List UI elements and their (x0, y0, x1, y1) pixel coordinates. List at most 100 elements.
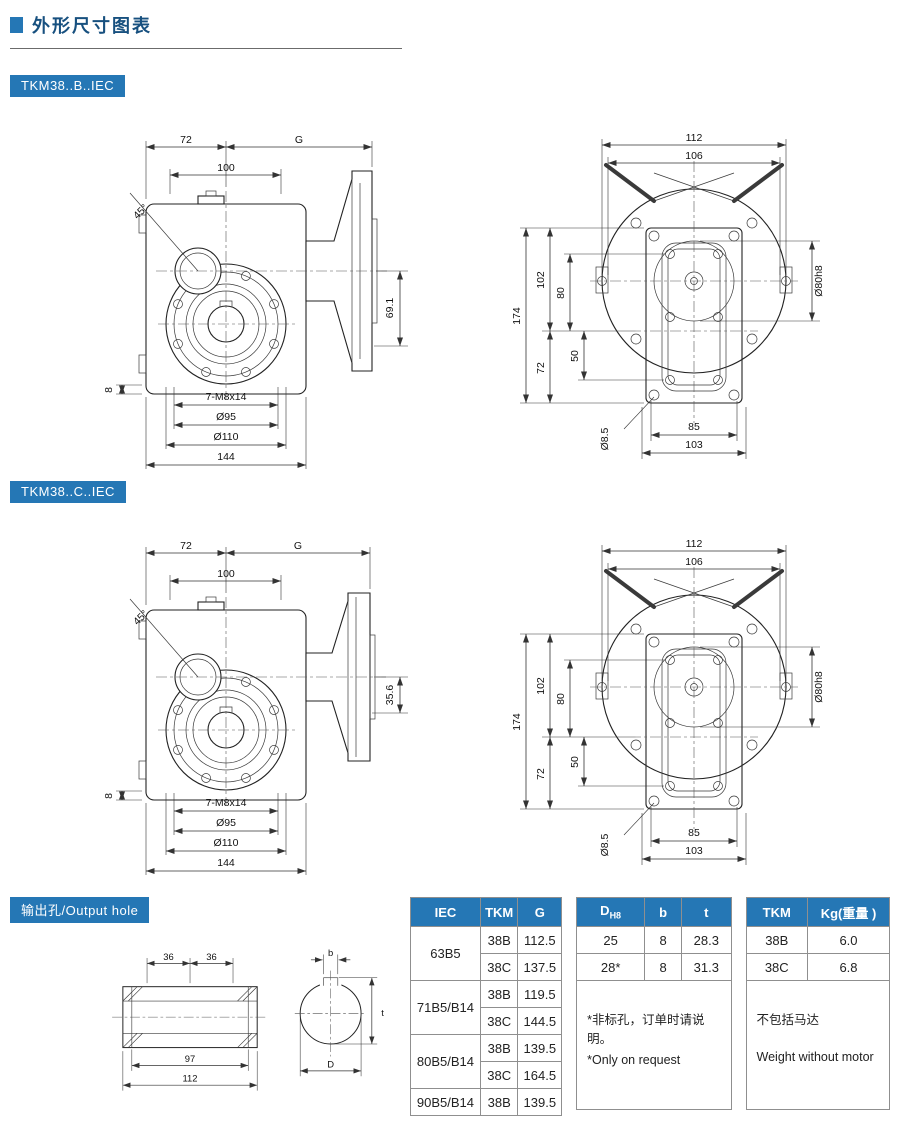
cell-tkm: 38B (479, 1088, 519, 1116)
cell-g: 164.5 (517, 1061, 563, 1089)
note-nonstandard-cn: *非标孔，订单时请说明。 (587, 1013, 705, 1046)
cell-d: 25 (576, 926, 646, 954)
dim-bolts-label: 7-M8x14 (206, 391, 247, 403)
centerlines (156, 191, 388, 399)
bore-spec-column: DH8 b t 25 8 28.3 28* 8 31.3 (576, 897, 732, 1110)
catalog-page: 外形尺寸图表 TKM38..B..IEC (10, 16, 891, 1116)
cell-g: 144.5 (517, 1007, 563, 1035)
table-row: 38C 164.5 (411, 1061, 563, 1089)
hollow-shaft-section (112, 986, 268, 1049)
table-row: 80B5/B14 38B 139.5 (410, 1034, 563, 1089)
dim-8-label: 8 (103, 387, 115, 393)
dim-72-label: 72 (180, 134, 192, 146)
cell-g: 139.5 (517, 1034, 563, 1062)
dim-106-label: 106 (685, 556, 703, 568)
bore-cross-section (294, 970, 367, 1057)
col-header-tkm: TKM (479, 897, 519, 927)
col-header-g: G (517, 897, 563, 927)
table-row: 38C 6.8 (745, 953, 891, 981)
cell-iec: 71B5/B14 (410, 980, 481, 1035)
drawings-row-b: 45° 72 G 100 69.1 (10, 99, 890, 477)
sleeve-dimensions: 36 36 97 112 (122, 951, 258, 1091)
table-row: 25 8 28.3 (576, 926, 732, 954)
cell-tkm: 38C (479, 1061, 519, 1089)
iec-g-table: IEC TKM G 63B5 38B 112.5 38C 137.5 71B5/… (410, 897, 563, 1116)
dim-8-label: 8 (103, 793, 115, 799)
title-square-icon (10, 17, 23, 33)
cell-tkm: 38C (479, 1007, 519, 1035)
dim-112-label: 112 (183, 1073, 198, 1084)
table-row: 71B5/B14 38B 119.5 (410, 980, 563, 1035)
dim-85-label: 85 (688, 827, 700, 839)
dim-80-label: 80 (555, 693, 567, 705)
dim-100-label: 100 (217, 568, 235, 580)
table-row: 38C 144.5 (411, 1007, 563, 1035)
col-header-b: b (644, 897, 683, 927)
dim-bolts-label: 7-M8x14 (206, 797, 247, 809)
centerlines (590, 161, 798, 423)
drawings-row-c: 45° 72 G 100 35.6 (10, 505, 890, 883)
dim-85-label: 85 (688, 421, 700, 433)
col-header-iec: IEC (410, 897, 481, 927)
dim-36-right-label: 36 (206, 951, 216, 962)
dim-106-label: 106 (685, 150, 703, 162)
cell-tkm: 38B (745, 926, 808, 954)
dim-d-label: D (327, 1058, 334, 1069)
output-hole-section: 输出孔/Output hole (10, 897, 891, 1116)
title-underline (10, 48, 402, 49)
side-view-drawing-c: 45° 72 G 100 35.6 (103, 540, 408, 875)
bore-note-box: *非标孔，订单时请说明。 *Only on request (576, 981, 732, 1110)
dim-d110-label: Ø110 (214, 837, 239, 849)
dim-35-6-label: 35.6 (384, 685, 396, 706)
note-weight-cn: 不包括马达 (756, 1013, 820, 1027)
cell-g: 112.5 (517, 926, 563, 954)
cell-t: 31.3 (681, 953, 732, 981)
dim-d95-label: Ø95 (216, 411, 236, 423)
dim-174-label: 174 (511, 713, 523, 731)
dim-shaft-label: Ø80h8 (813, 265, 825, 297)
dim-174-label: 174 (511, 307, 523, 325)
dim-50-label: 50 (569, 756, 581, 768)
col-header-kg: Kg(重量 ) (806, 897, 891, 927)
dim-hole-label: Ø8.5 (599, 427, 611, 450)
output-hole-column: 输出孔/Output hole (10, 897, 396, 1102)
dim-d110-label: Ø110 (214, 431, 239, 443)
weight-table: TKM Kg(重量 ) 38B 6.0 38C 6.8 (745, 897, 891, 981)
dim-69-1-label: 69.1 (384, 298, 396, 319)
cell-kg: 6.8 (806, 953, 891, 981)
weight-column: TKM Kg(重量 ) 38B 6.0 38C 6.8 不包括马达 (745, 897, 891, 1110)
section-b-badge: TKM38..B..IEC (10, 75, 126, 97)
table-row: 90B5/B14 38B 139.5 (410, 1088, 563, 1116)
note-nonstandard-en: *Only on request (587, 1053, 681, 1067)
output-hole-drawing: 36 36 97 112 (112, 947, 384, 1091)
dim-d95-label: Ø95 (216, 817, 236, 829)
cell-iec: 63B5 (410, 926, 481, 981)
bore-dims-table: DH8 b t 25 8 28.3 28* 8 31.3 (576, 897, 732, 981)
dim-102-label: 102 (535, 271, 547, 289)
section-c-badge: TKM38..C..IEC (10, 481, 126, 503)
cell-b: 8 (644, 926, 683, 954)
table-row: 38B 6.0 (745, 926, 891, 954)
dim-112-label: 112 (686, 133, 703, 144)
dimensions: 112 106 174 102 72 80 (511, 539, 825, 865)
dimensions: 72 G 100 35.6 8 (103, 540, 408, 875)
table-row: 63B5 38B 112.5 (410, 926, 563, 981)
bore-dimensions: b t D (299, 947, 384, 1077)
table-row: 38C 137.5 (411, 953, 563, 981)
dim-72-label: 72 (535, 768, 547, 780)
dimensions: 112 106 174 102 72 80 (511, 133, 825, 459)
dim-97-label: 97 (185, 1053, 195, 1064)
cell-g: 137.5 (517, 953, 563, 981)
section-tkm38-b-iec: TKM38..B..IEC (10, 75, 890, 477)
page-title: 外形尺寸图表 (32, 16, 152, 36)
side-view-drawing-b: 45° 72 G 100 69.1 (103, 134, 408, 469)
dim-hole-label: Ø8.5 (599, 833, 611, 856)
cell-iec: 90B5/B14 (410, 1088, 481, 1116)
dim-112-label: 112 (686, 539, 703, 550)
dim-shaft-label: Ø80h8 (813, 671, 825, 703)
front-view-drawing-b: 112 106 174 102 72 80 (511, 133, 825, 459)
section-tkm38-c-iec: TKM38..C..IEC (10, 481, 890, 883)
cell-iec: 80B5/B14 (410, 1034, 481, 1089)
col-header-t: t (681, 897, 732, 927)
dim-100-label: 100 (217, 162, 235, 174)
